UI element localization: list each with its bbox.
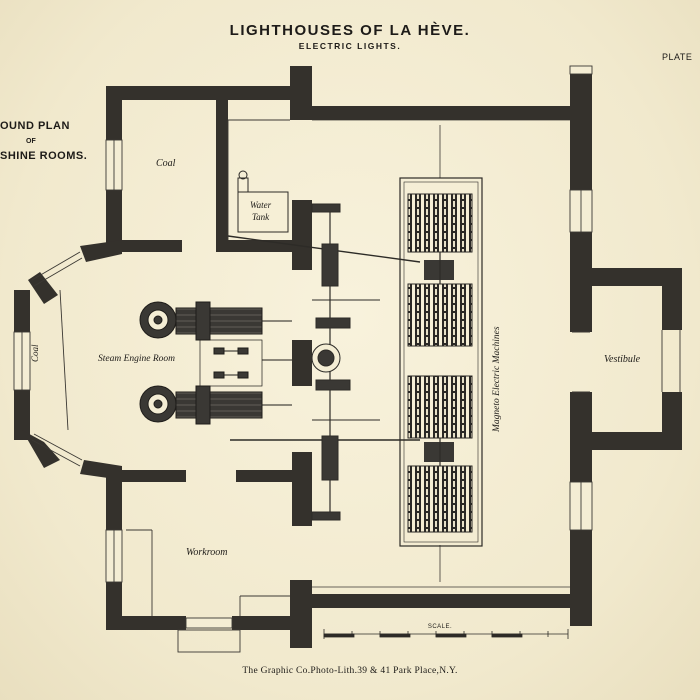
room-label-workroom: Workroom [186,547,228,558]
room-label-vestibule: Vestibule [604,354,641,365]
plan-title-line1: OUND PLAN [0,120,70,132]
plate-subtitle: ELECTRIC LIGHTS. [298,41,402,51]
water-tank [237,170,289,233]
room-label-water-tank-line2: Tank [252,212,270,222]
room-label-steam-engine-room: Steam Engine Room [98,354,176,364]
plan-title-line3: SHINE ROOMS. [0,150,88,162]
room-label-water-tank-line1: Water [250,200,272,210]
wall-outlines [108,87,572,621]
walls [14,66,682,648]
window-frames [13,65,681,653]
plan-title-line2: OF [26,138,36,145]
shafting [227,203,421,521]
room-label-coal-top: Coal [156,158,176,169]
magneto-machines [399,177,483,547]
steam-engines [139,301,292,425]
plate-title: LIGHTHOUSES OF LA HÈVE. [229,22,471,39]
room-label-magneto-machines: Magneto Electric Machines [492,326,502,432]
printer-credit: The Graphic Co.Photo-Lith.39 & 41 Park P… [242,666,458,676]
room-label-coal-left: Coal [30,344,40,362]
scale-bar [323,629,569,639]
plate-number-label: PLATE [662,52,693,62]
scale-label: SCALE. [427,624,453,630]
